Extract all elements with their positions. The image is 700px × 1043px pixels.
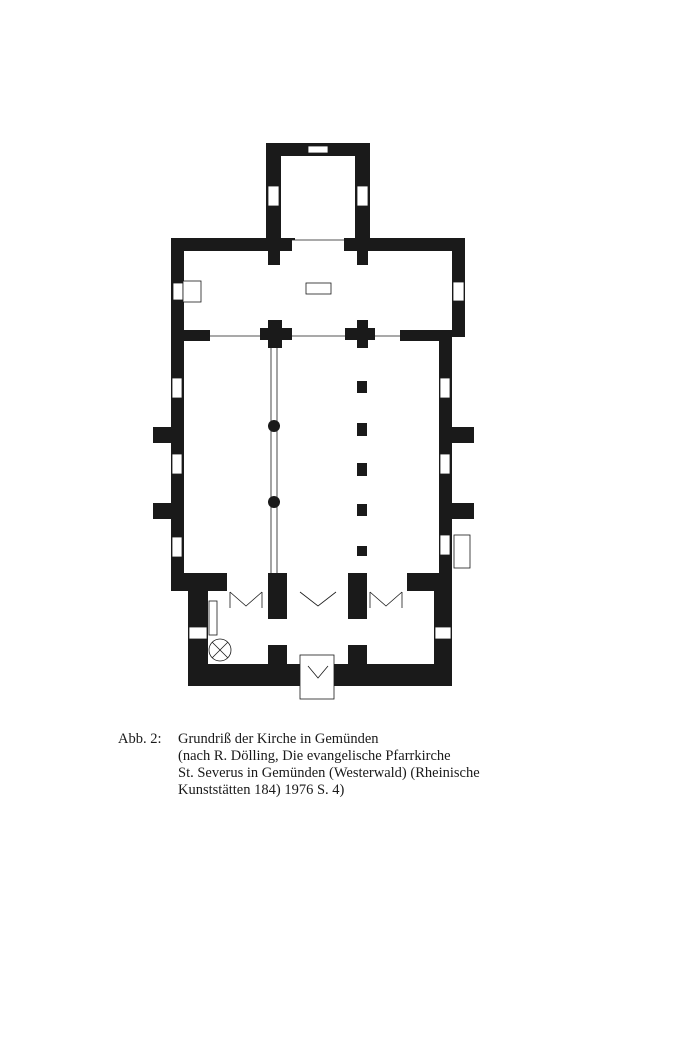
figure-label: Abb. 2:: [118, 731, 162, 747]
walls: [153, 143, 474, 686]
caption-line: St. Severus in Gemünden (Westerwald) (Rh…: [178, 765, 480, 781]
caption-line: (nach R. Dölling, Die evangelische Pfarr…: [178, 748, 451, 764]
caption-line: Kunststätten 184) 1976 S. 4): [178, 782, 345, 798]
caption-line: Grundriß der Kirche in Gemünden: [178, 731, 379, 747]
plan-details: [171, 145, 471, 700]
